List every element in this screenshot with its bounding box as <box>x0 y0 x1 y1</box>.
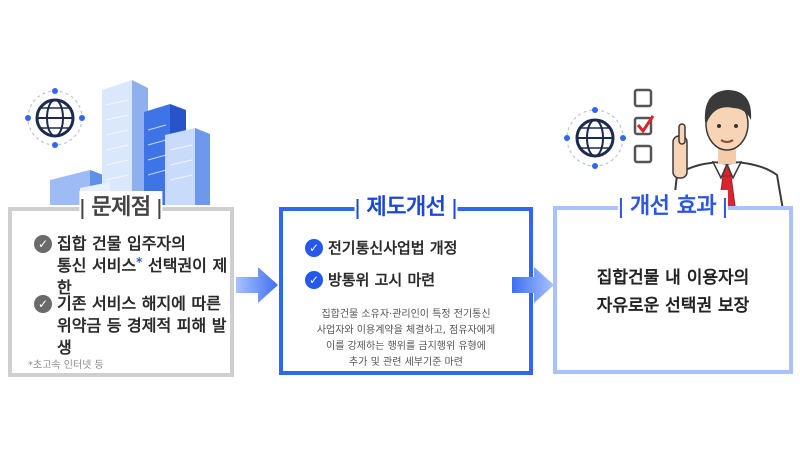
globe-icon <box>25 88 85 148</box>
problem-title: 문제점 <box>79 191 163 225</box>
reform-item: ✓ 방통위 고시 마련 <box>305 269 435 291</box>
reform-detail-line: 집합건물 소유자·관리인이 특정 전기통신 <box>321 309 491 320</box>
problem-item-line: 선택권이 제한 <box>57 256 228 297</box>
problem-item-line: 집합 건물 입주자의 <box>57 234 186 253</box>
problem-item-line: 위약금 등 경제적 피해 발생 <box>57 316 227 357</box>
effect-line: 집합건물 내 이용자의 <box>596 268 750 288</box>
check-circle-icon: ✓ <box>34 295 52 313</box>
check-circle-icon: ✓ <box>34 235 52 253</box>
check-circle-icon: ✓ <box>305 239 323 257</box>
check-circle-icon: ✓ <box>305 271 323 289</box>
effect-line: 자유로운 선택권 보장 <box>596 296 750 316</box>
buildings-illustration <box>25 80 210 205</box>
reform-detail-line: 추가 및 관련 세부기준 마련 <box>349 357 463 368</box>
person-illustration <box>564 88 785 210</box>
reform-title: 제도개선 <box>354 191 458 225</box>
effect-text: 집합건물 내 이용자의 자유로운 선택권 보장 <box>557 264 789 320</box>
problem-item-line: 통신 서비스 <box>57 256 137 275</box>
footnote: *초고속 인터넷 등 <box>28 360 104 371</box>
reform-detail: 집합건물 소유자·관리인이 특정 전기통신 사업자와 이용계약을 체결하고, 점… <box>293 307 519 371</box>
reform-item-label: 방통위 고시 마련 <box>328 271 436 289</box>
arrow-right-icon <box>236 267 278 303</box>
reform-item-label: 전기통신사업법 개정 <box>328 239 458 257</box>
problem-item: ✓ 집합 건물 입주자의 통신 서비스* 선택권이 제한 <box>34 233 230 299</box>
reform-item: ✓ 전기통신사업법 개정 <box>305 237 457 259</box>
footnote-mark: * <box>136 255 143 269</box>
arrow-right-icon <box>512 267 554 303</box>
checkbox-icon <box>633 88 655 164</box>
problem-item-line: 기존 서비스 해지에 따른 <box>57 294 221 313</box>
problem-item: ✓ 기존 서비스 해지에 따른 위약금 등 경제적 피해 발생 <box>34 293 230 359</box>
reform-detail-line: 이를 강제하는 행위를 금지행위 유형에 <box>326 341 486 352</box>
reform-detail-line: 사업자와 이용계약을 체결하고, 점유자에게 <box>316 325 496 336</box>
globe-icon <box>564 107 626 169</box>
reform-box: 제도개선 ✓ 전기통신사업법 개정 ✓ 방통위 고시 마련 집합건물 소유자·관… <box>279 191 533 375</box>
problem-box: 문제점 ✓ 집합 건물 입주자의 통신 서비스* 선택권이 제한 ✓ 기존 서비… <box>8 191 234 377</box>
effect-box: 개선 효과 집합건물 내 이용자의 자유로운 선택권 보장 <box>553 190 793 374</box>
effect-title: 개선 효과 <box>617 190 729 224</box>
